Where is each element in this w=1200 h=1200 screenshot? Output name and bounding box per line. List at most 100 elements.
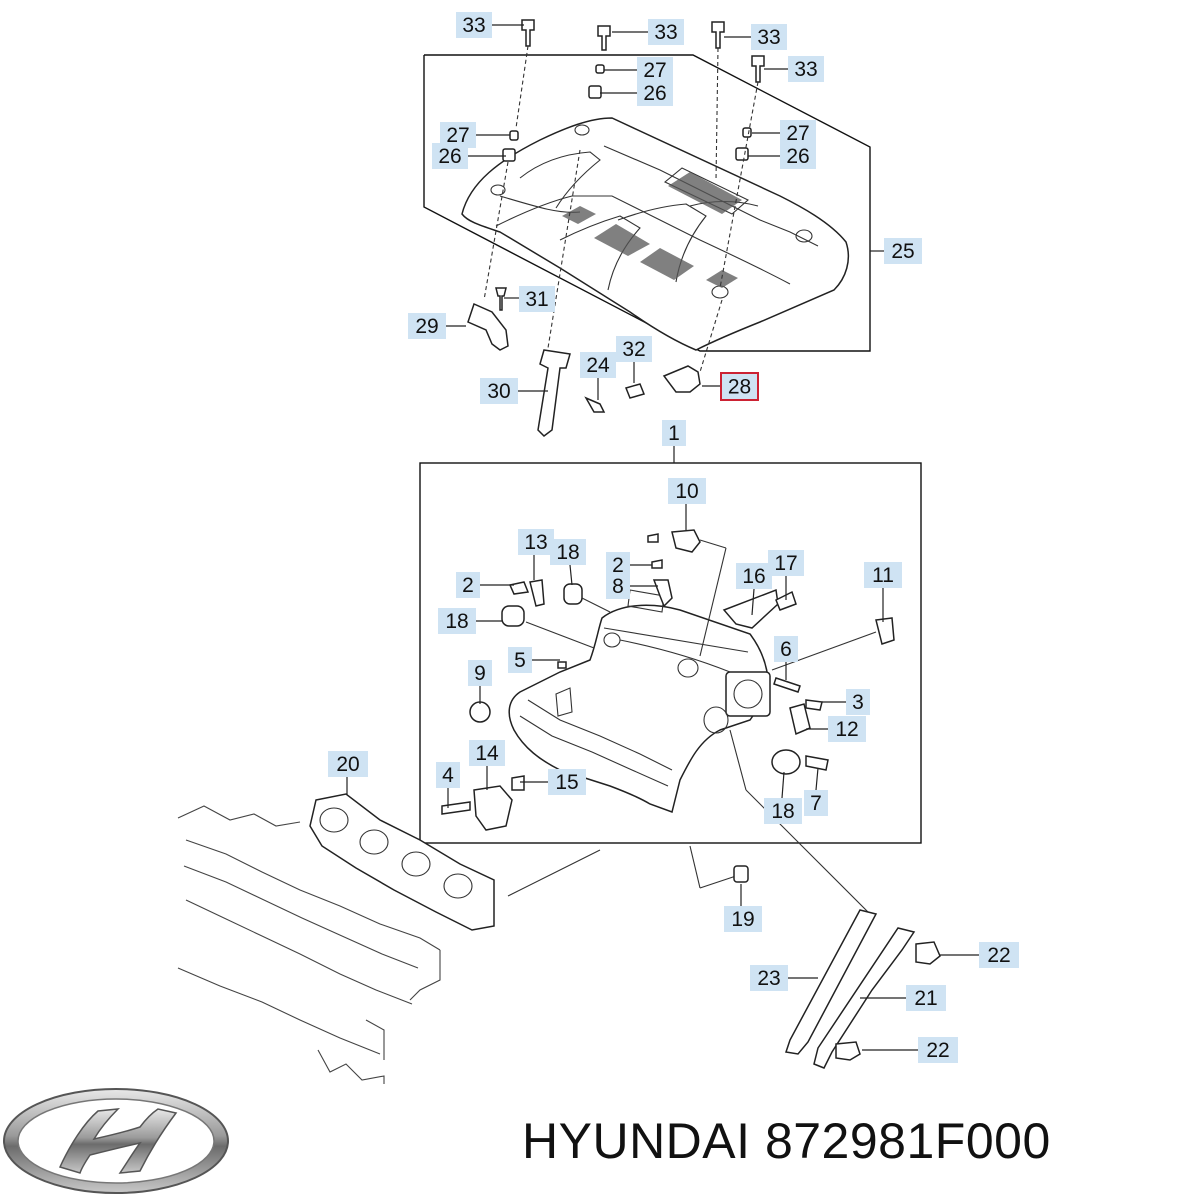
callout-number: 16 [742,565,765,588]
callout-18: 18 [550,539,586,586]
callout-number: 6 [780,638,792,661]
callout-3: 3 [822,689,870,715]
callout-box [720,372,759,401]
leader-line [569,564,573,586]
callout-18: 18 [438,608,502,634]
callout-number: 10 [675,480,698,503]
callout-number: 2 [462,574,474,597]
callout-box [637,80,673,106]
callout-number: 24 [586,354,610,377]
hyundai-logo-icon [3,1088,229,1194]
leader-line [781,771,785,799]
callout-26: 26 [748,143,816,169]
callout-1: 1 [662,420,686,463]
bolt-33-group [521,19,765,83]
cover-vent-mesh [562,172,742,288]
callout-box [408,313,446,339]
callout-number: 28 [728,376,751,399]
callout-number: 22 [926,1039,949,1062]
part-number: 872981F000 [764,1113,1051,1169]
callout-30: 30 [480,378,548,404]
callout-box [788,56,824,82]
callout-number: 27 [786,122,809,145]
callout-box [637,57,673,83]
leader-line [751,588,755,616]
callout-23: 23 [750,965,818,991]
callout-number: 30 [487,380,510,403]
callout-number: 18 [556,541,579,564]
callout-box [736,563,772,589]
callout-29: 29 [408,313,466,339]
callout-number: 33 [462,14,485,37]
callout-number: 11 [872,564,894,587]
callout-box [616,336,652,362]
callout-15: 15 [520,769,586,795]
bracket-30-part [537,349,571,437]
callout-box [750,965,788,991]
callout-32: 32 [616,336,652,383]
callout-7: 7 [804,767,828,816]
callout-number: 27 [643,59,666,82]
callout-25: 25 [870,238,922,264]
callout-box [804,790,828,816]
callout-box [846,689,870,715]
callout-24: 24 [580,352,616,400]
callout-number: 12 [835,718,858,741]
callout-box [906,985,946,1011]
callout-number: 17 [774,552,797,575]
callout-number: 26 [643,82,666,105]
brand-name: HYUNDAI [522,1113,751,1169]
bolt-32-part [624,383,646,399]
cylinder-head-outline [177,805,441,1084]
assembly-guides [483,45,759,373]
callout-18: 18 [764,771,802,824]
callout-box [328,751,368,777]
callout-number: 14 [475,742,499,765]
callout-number: 23 [757,967,780,990]
grommet-group [502,64,752,162]
callout-26: 26 [600,80,673,106]
callout-box [864,562,902,588]
callout-number: 31 [525,288,548,311]
callout-box [774,636,798,662]
callout-box [884,238,922,264]
bracket-28-part [662,365,701,393]
callout-box [768,550,804,576]
callout-number: 13 [524,531,547,554]
callout-number: 3 [852,691,864,714]
callout-number: 8 [612,575,624,598]
callout-14: 14 [469,740,505,790]
callout-box [751,24,787,50]
callout-22: 22 [862,1037,958,1063]
callout-number: 32 [622,338,645,361]
callout-box [918,1037,958,1063]
callout-27: 27 [752,120,816,146]
callout-box [979,942,1019,968]
callout-box [648,19,684,45]
callout-number: 1 [668,422,680,445]
callout-box [780,120,816,146]
callout-number: 20 [336,753,359,776]
callout-box [780,143,816,169]
callout-17: 17 [768,550,804,600]
callout-33: 33 [764,56,824,82]
callout-number: 21 [914,987,937,1010]
callout-number: 22 [987,944,1010,967]
callout-box [764,798,802,824]
callout-box [519,286,555,312]
callout-number: 26 [786,145,809,168]
callout-box [668,478,706,504]
callout-number: 19 [731,908,754,931]
bolt-24-part [584,396,606,413]
callout-box [456,12,492,38]
callout-12: 12 [806,716,866,742]
callout-box [606,573,630,599]
intake-manifold-part [508,589,771,813]
callout-31: 31 [504,286,555,312]
callout-13: 13 [518,529,554,580]
callout-number: 18 [445,610,468,633]
callout-number: 9 [474,662,486,685]
callout-box [468,660,492,686]
